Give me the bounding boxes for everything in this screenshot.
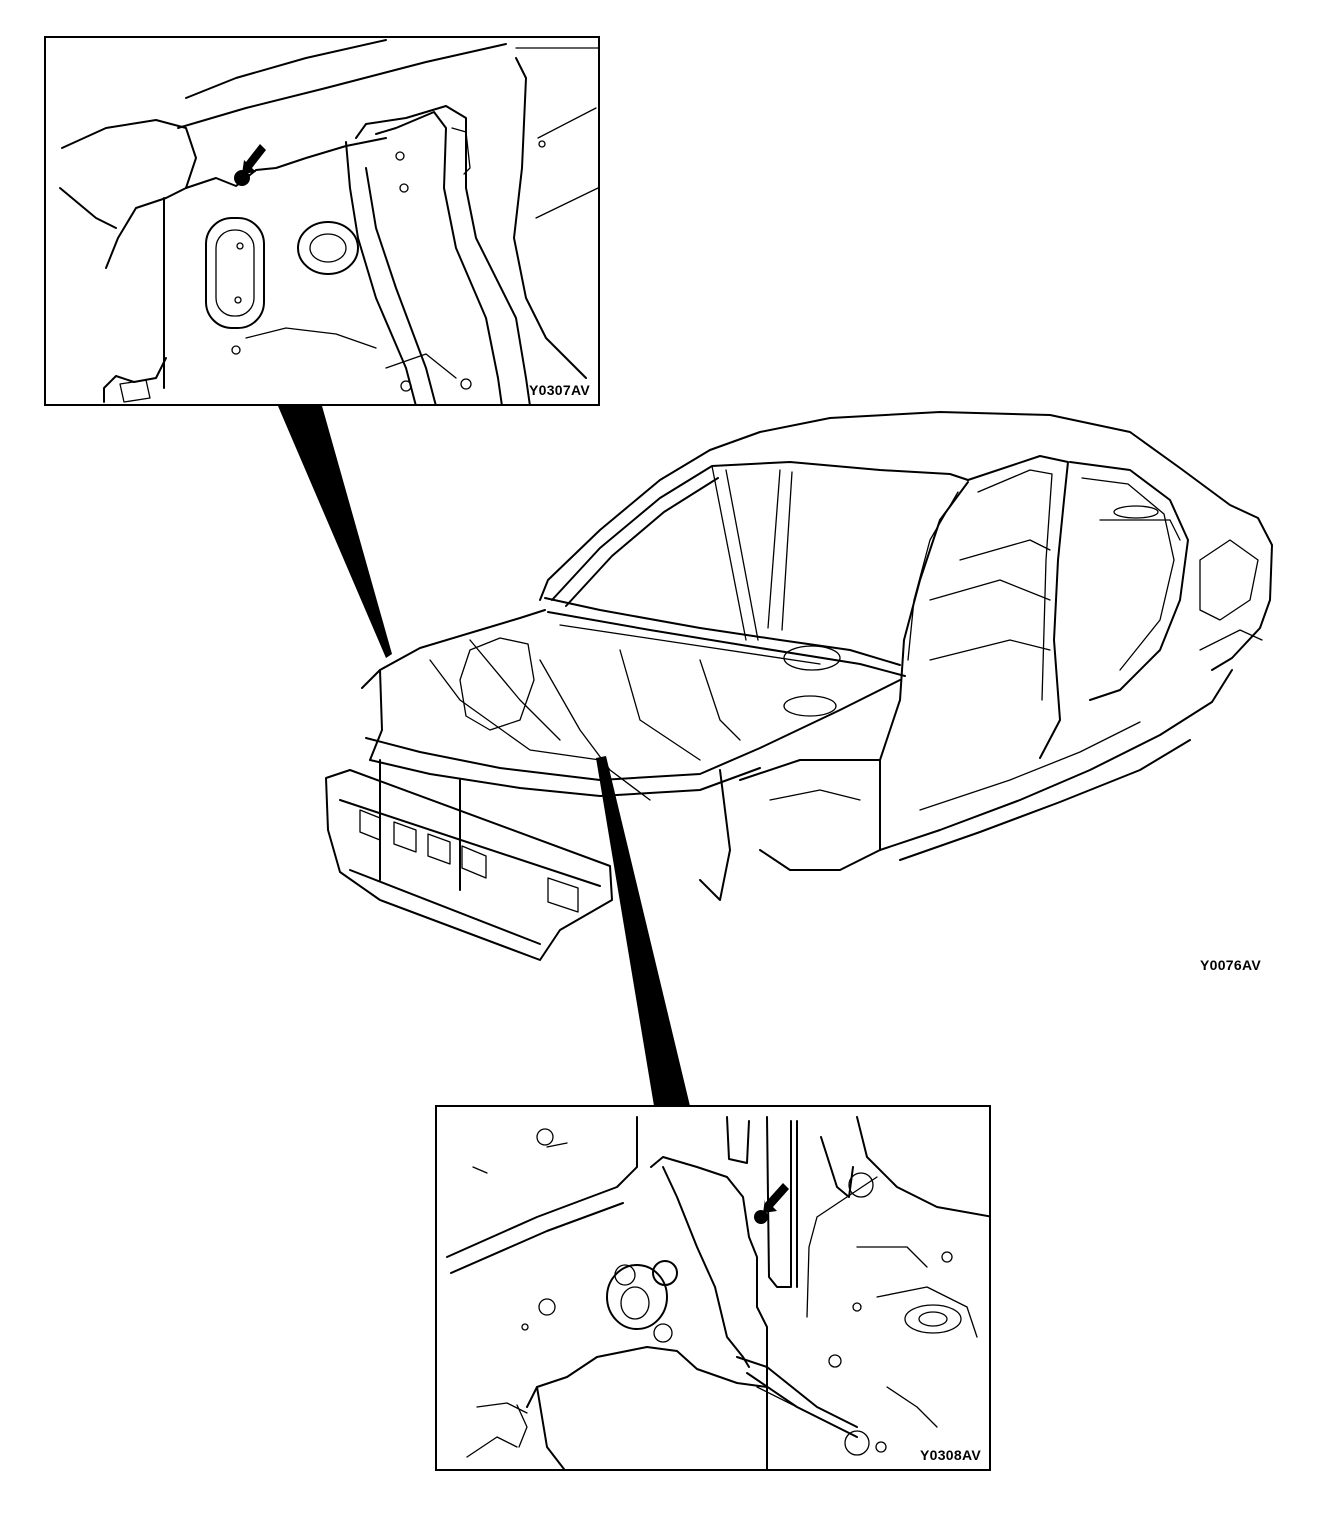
leader-wedge-top: [278, 406, 392, 658]
figure-code-bottom-inset: Y0308AV: [920, 1447, 981, 1463]
figure-code-top-inset: Y0307AV: [529, 382, 590, 398]
leader-wedge-bottom: [596, 756, 690, 1106]
detail-inset-bottom: Y0308AV: [435, 1105, 991, 1471]
arrow-target-point: [234, 170, 250, 186]
detail-inset-top: Y0307AV: [44, 36, 600, 406]
figure-code-main: Y0076AV: [1200, 957, 1261, 973]
pointer-arrow-icon: [242, 144, 266, 174]
inset-top-drawing: [59, 39, 598, 404]
arrow-target-point: [754, 1210, 768, 1224]
inset-bottom-drawing: [446, 1116, 989, 1469]
pointer-arrow-icon: [763, 1183, 789, 1213]
